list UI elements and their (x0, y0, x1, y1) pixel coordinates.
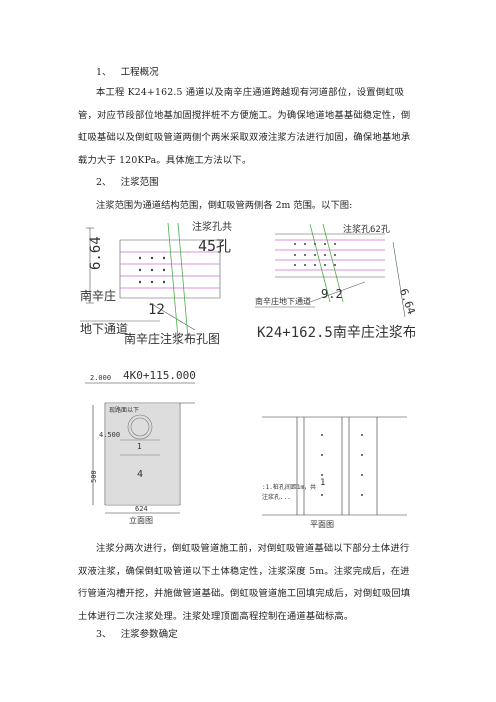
fig-left-place-label: 南辛庄 (80, 288, 116, 303)
section-3-heading: 3、 注浆参数确定 (96, 628, 178, 641)
fig-left-title-label: 注浆孔共 (192, 220, 232, 233)
left-hole-layout-figure: 注浆孔共 45孔 6.64 12 南辛庄 地下通道 南辛庄注浆布孔图 (80, 220, 232, 346)
fig-right-title-label: 注浆孔62孔 (343, 223, 390, 235)
plan-note: 注:1.桩孔间距1m，共 (262, 483, 316, 491)
section-number: 2、 (96, 177, 112, 188)
section-elevation-figure: 2.000 4K0+115.000 现路面以下 4.500 500 624 1 … (85, 369, 196, 525)
section-number: 3、 (96, 629, 112, 640)
plan-caption: 平面图 (310, 520, 334, 529)
fig-right-dim-h: 9.2 (321, 287, 343, 301)
fig-right-tunnel-label: 南辛庄地下通道 (255, 296, 311, 306)
fig-left-dim-h: 12 (148, 302, 165, 318)
right-hole-layout-figure: 注浆孔62孔 南辛庄地下通道 9.2 6.64 K24+162.5南辛庄注浆布孔… (255, 223, 415, 341)
fig-right-caption: K24+162.5南辛庄注浆布孔图 (257, 324, 415, 341)
paragraph-2: 注浆范围为通道结构范围，倒虹吸管两侧各 2m 范围。以下图: (96, 200, 353, 211)
fig-left-caption: 南辛庄注浆布孔图 (124, 331, 220, 346)
layer-label: 4 (137, 469, 143, 480)
fig-left-tunnel-label: 地下通道 (80, 322, 128, 336)
dim-500-label: 500 (90, 470, 98, 483)
paragraph-1: 本工程 K24+162.5 通道以及南辛庄通道跨越现有河道部位，设置倒虹吸管，对… (78, 87, 411, 166)
section-2-heading: 2、 注浆范围 (96, 176, 159, 189)
note-label: 现路面以下 (109, 406, 139, 414)
section-title: 注浆范围 (120, 177, 159, 188)
fig-left-count-label: 45孔 (198, 237, 231, 255)
plan-label: 1 (320, 478, 325, 488)
elev-1-label: 2.000 (90, 374, 111, 382)
mileage-label: 4K0+115.000 (123, 369, 196, 382)
fig-right-dim-v: 6.64 (397, 287, 415, 317)
dim-624-label: 624 (135, 505, 148, 513)
plan-note-2: 需注浆孔... (262, 493, 291, 501)
layer-label: 1 (137, 442, 142, 451)
section-title: 注浆参数确定 (120, 629, 178, 640)
elev-2-label: 4.500 (99, 431, 120, 439)
paragraph-3: 注浆分两次进行，倒虹吸管道施工前，对倒虹吸管道基础以下部分土体进行双液注浆，确保… (78, 543, 411, 622)
section-number: 1、 (96, 67, 112, 78)
fig-left-dim-v: 6.64 (88, 236, 104, 270)
section-caption: 立面图 (129, 515, 153, 525)
section-title: 工程概况 (120, 67, 159, 78)
section-1-heading: 1、 工程概况 (96, 66, 159, 79)
plan-figure: 注:1.桩孔间距1m，共 需注浆孔... 1 平面图 (262, 416, 407, 529)
